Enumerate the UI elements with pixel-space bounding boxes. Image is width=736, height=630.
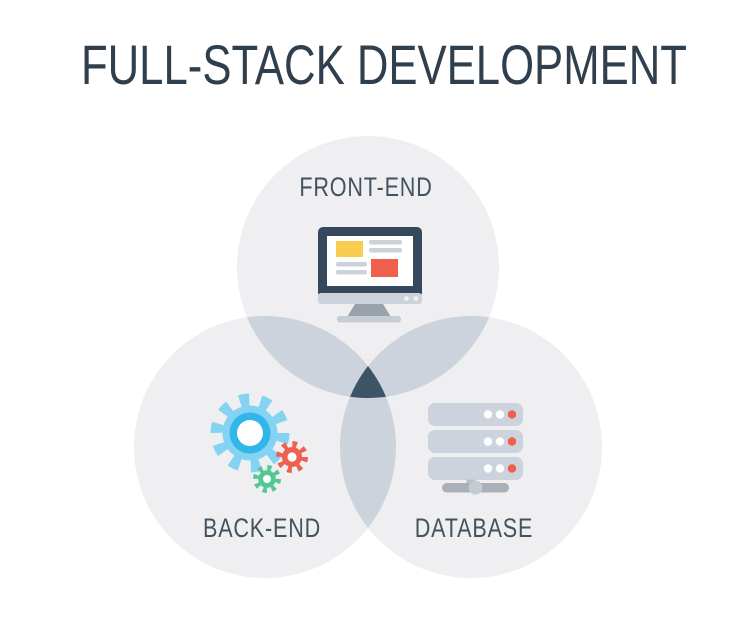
server-stand-hub (468, 480, 483, 495)
server-led-white (483, 464, 493, 473)
server-led-white (483, 410, 493, 419)
server-slab (428, 403, 523, 426)
monitor-chin (318, 293, 422, 304)
set-label-back-end: BACK-END (202, 513, 322, 543)
server-led-white (495, 410, 505, 419)
gear-blue-teeth (210, 393, 290, 473)
server-led-white (483, 437, 493, 446)
monitor-chin-dot (413, 296, 419, 301)
gear-red-teeth (276, 441, 308, 473)
monitor-icon (318, 227, 422, 323)
gear-green-hole (263, 475, 271, 483)
page-title: FULL-STACK DEVELOPMENT (80, 33, 687, 96)
monitor-content-red-block (371, 259, 398, 277)
monitor-content-line (336, 262, 367, 267)
monitor-content-yellow-block (336, 241, 363, 257)
server-slab (428, 457, 523, 480)
venn-overlap-front-back-shape (237, 316, 396, 398)
gear-blue-hole (237, 420, 263, 446)
server-led-white (495, 437, 505, 446)
monitor-chin-dot (404, 296, 409, 301)
gear-green-teeth (253, 465, 281, 493)
set-label-database: DATABASE (414, 513, 534, 543)
monitor-content-line (369, 240, 402, 245)
server-icon (428, 403, 523, 495)
gears-icon (210, 393, 308, 493)
venn-overlap-front-db-shape (340, 316, 499, 398)
monitor-stand-base (337, 316, 401, 323)
server-slab (428, 430, 523, 453)
monitor-content-line (336, 270, 367, 275)
venn-overlap-front-db (340, 316, 499, 398)
monitor-content-line (369, 248, 402, 253)
set-label-front-end: FRONT-END (299, 172, 433, 202)
server-led-red (507, 410, 517, 419)
venn-overlap-front-back (237, 316, 396, 398)
server-led-red (507, 464, 517, 473)
gear-red-hole (287, 452, 297, 462)
server-led-red (507, 437, 517, 446)
monitor-stand-neck (347, 304, 391, 317)
server-led-white (495, 464, 505, 473)
